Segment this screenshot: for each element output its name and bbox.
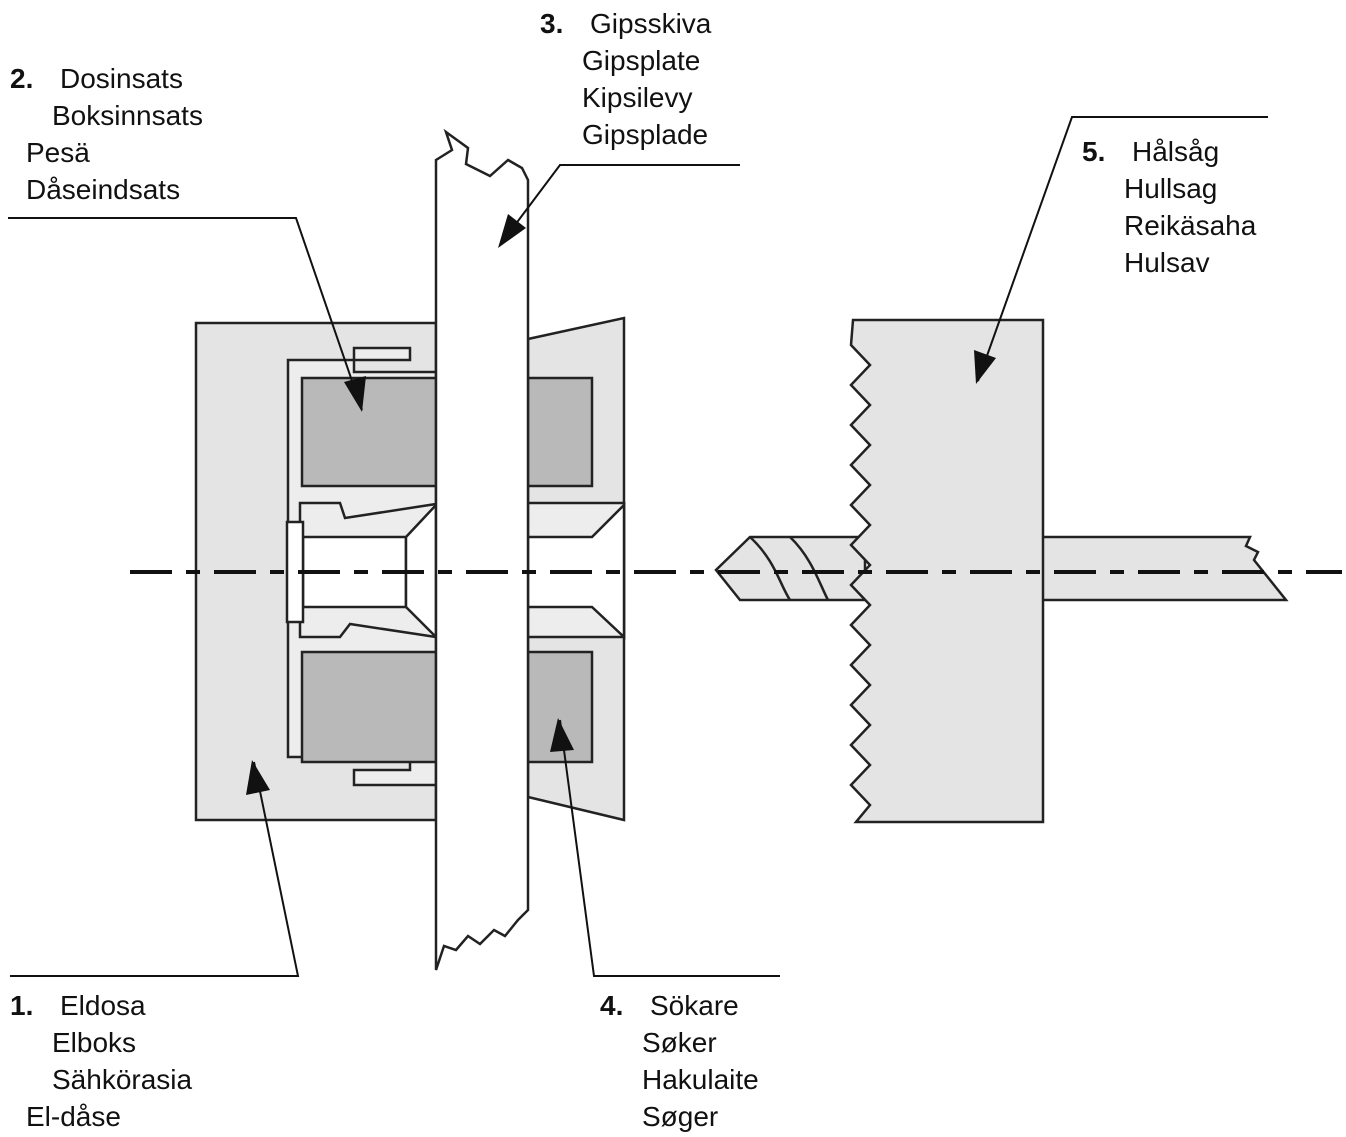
label-sokare-line-2: Søker: [642, 1027, 717, 1058]
plasterboard: [434, 128, 530, 971]
leader-lines: [8, 116, 1268, 977]
finder-block-upper: [526, 376, 594, 488]
label-gipsskiva-number: 3.: [540, 8, 564, 39]
arrowhead-gipsskiva: [498, 214, 526, 248]
label-dosinsats-line-1: 2.Dosinsats: [10, 60, 203, 97]
label-dosinsats-line-4: Dåseindsats: [26, 174, 181, 205]
arrowhead-dosinsats: [344, 376, 366, 412]
label-eldosa-line-4: El-dåse: [26, 1101, 121, 1132]
leader-sokare: [559, 719, 780, 977]
label-dosinsats-line-2: Boksinnsats: [52, 100, 203, 131]
label-gipsskiva-line-1: 3.Gipsskiva: [540, 5, 711, 42]
label-eldosa-line-3: Sähkörasia: [52, 1064, 193, 1095]
label-gipsskiva-line-4: Gipsplade: [582, 119, 709, 150]
label-sokare-line-1: 4.Sökare: [600, 987, 759, 1024]
arrowheads: [246, 214, 996, 795]
label-halsag-number: 5.: [1082, 136, 1106, 167]
label-halsag-line-4: Hulsav: [1124, 247, 1210, 278]
label-eldosa-line-2: Elboks: [52, 1027, 137, 1058]
label-sokare-line-3: Hakulaite: [642, 1064, 759, 1095]
label-halsag-line-3: Reikäsaha: [1124, 210, 1257, 241]
leader-halsag: [977, 116, 1268, 382]
drill-bit: [714, 535, 867, 602]
label-eldosa-line-1: 1.Eldosa: [10, 987, 192, 1024]
label-sokare-line-4: Søger: [642, 1101, 719, 1132]
hole-saw-shaft: [1038, 535, 1289, 602]
insert-block-lower: [300, 650, 438, 764]
label-dosinsats-line-3: Pesä: [26, 137, 90, 168]
label-gipsskiva: 3.Gipsskiva Gipsplate Kipsilevy Gipsplad…: [540, 5, 711, 153]
insert-block-upper: [300, 376, 438, 488]
label-halsag-line-2: Hullsag: [1124, 173, 1218, 204]
label-gipsskiva-line-2: Gipsplate: [582, 45, 701, 76]
arrowhead-halsag: [974, 350, 996, 384]
label-halsag: 5.Hålsåg Hullsag Reikäsaha Hulsav: [1082, 133, 1256, 281]
label-halsag-line-1: 5.Hålsåg: [1082, 133, 1256, 170]
label-sokare-number: 4.: [600, 990, 624, 1021]
label-sokare: 4.Sökare Søker Hakulaite Søger: [600, 987, 759, 1135]
leader-gipsskiva: [499, 164, 740, 246]
label-gipsskiva-line-3: Kipsilevy: [582, 82, 693, 113]
arrowhead-sokare: [550, 718, 574, 752]
leader-dosinsats: [8, 217, 363, 411]
label-eldosa: 1.Eldosa Elboks Sähkörasia El-dåse: [10, 987, 192, 1135]
label-dosinsats: 2.Dosinsats Boksinnsats Pesä Dåseindsats: [10, 60, 203, 208]
arrowhead-eldosa: [246, 760, 270, 795]
leader-eldosa: [10, 761, 300, 977]
label-eldosa-number: 1.: [10, 990, 34, 1021]
label-dosinsats-number: 2.: [10, 63, 34, 94]
finder: [526, 316, 626, 822]
